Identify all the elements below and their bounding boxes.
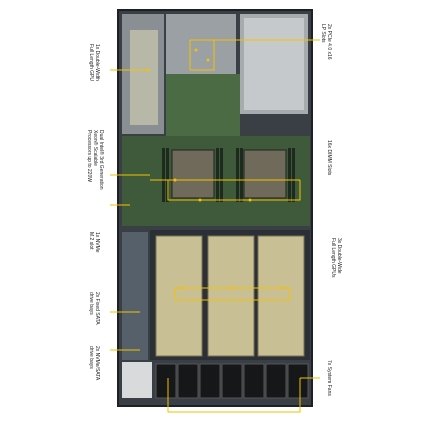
label-processors: Dual Intel® 3rd Generation Xeon® Scalabl… [86,130,104,190]
pcie-riser [166,14,236,74]
system-fans [155,363,309,399]
gpu-a [155,235,203,357]
callout-lines [110,39,320,413]
gpu-1-card [130,30,158,125]
drive-area [122,232,148,360]
nvme-drive-bays [122,362,152,398]
callout-dots [146,48,284,290]
dimm-slots [162,148,295,202]
label-system-fans: 7x System Fans [326,360,332,396]
gpu-c [257,235,305,357]
label-1-gpu: 1x Double-Width Full Length GPU [88,44,100,81]
label-dimm-slots: 16x DIMM Slots [326,140,332,176]
label-pcie-slots: 2x PCIe 4.0 x16 LP Slots [320,24,332,60]
psu-cover [244,18,304,110]
label-sata-bays: 2x Fixed SATA drive bays [88,292,100,325]
motherboard-upper [166,74,240,144]
label-nvme-bays: 2x NVMe/SATA drive bays [88,346,100,381]
label-m2-slot: 1x NVMe M.2 slot [88,232,100,253]
gpu-b [207,235,255,357]
cpu-1 [171,149,215,199]
cpu-2 [243,149,287,199]
label-3-gpus: 3x Double-Wide Full Length GPUs [330,238,342,278]
